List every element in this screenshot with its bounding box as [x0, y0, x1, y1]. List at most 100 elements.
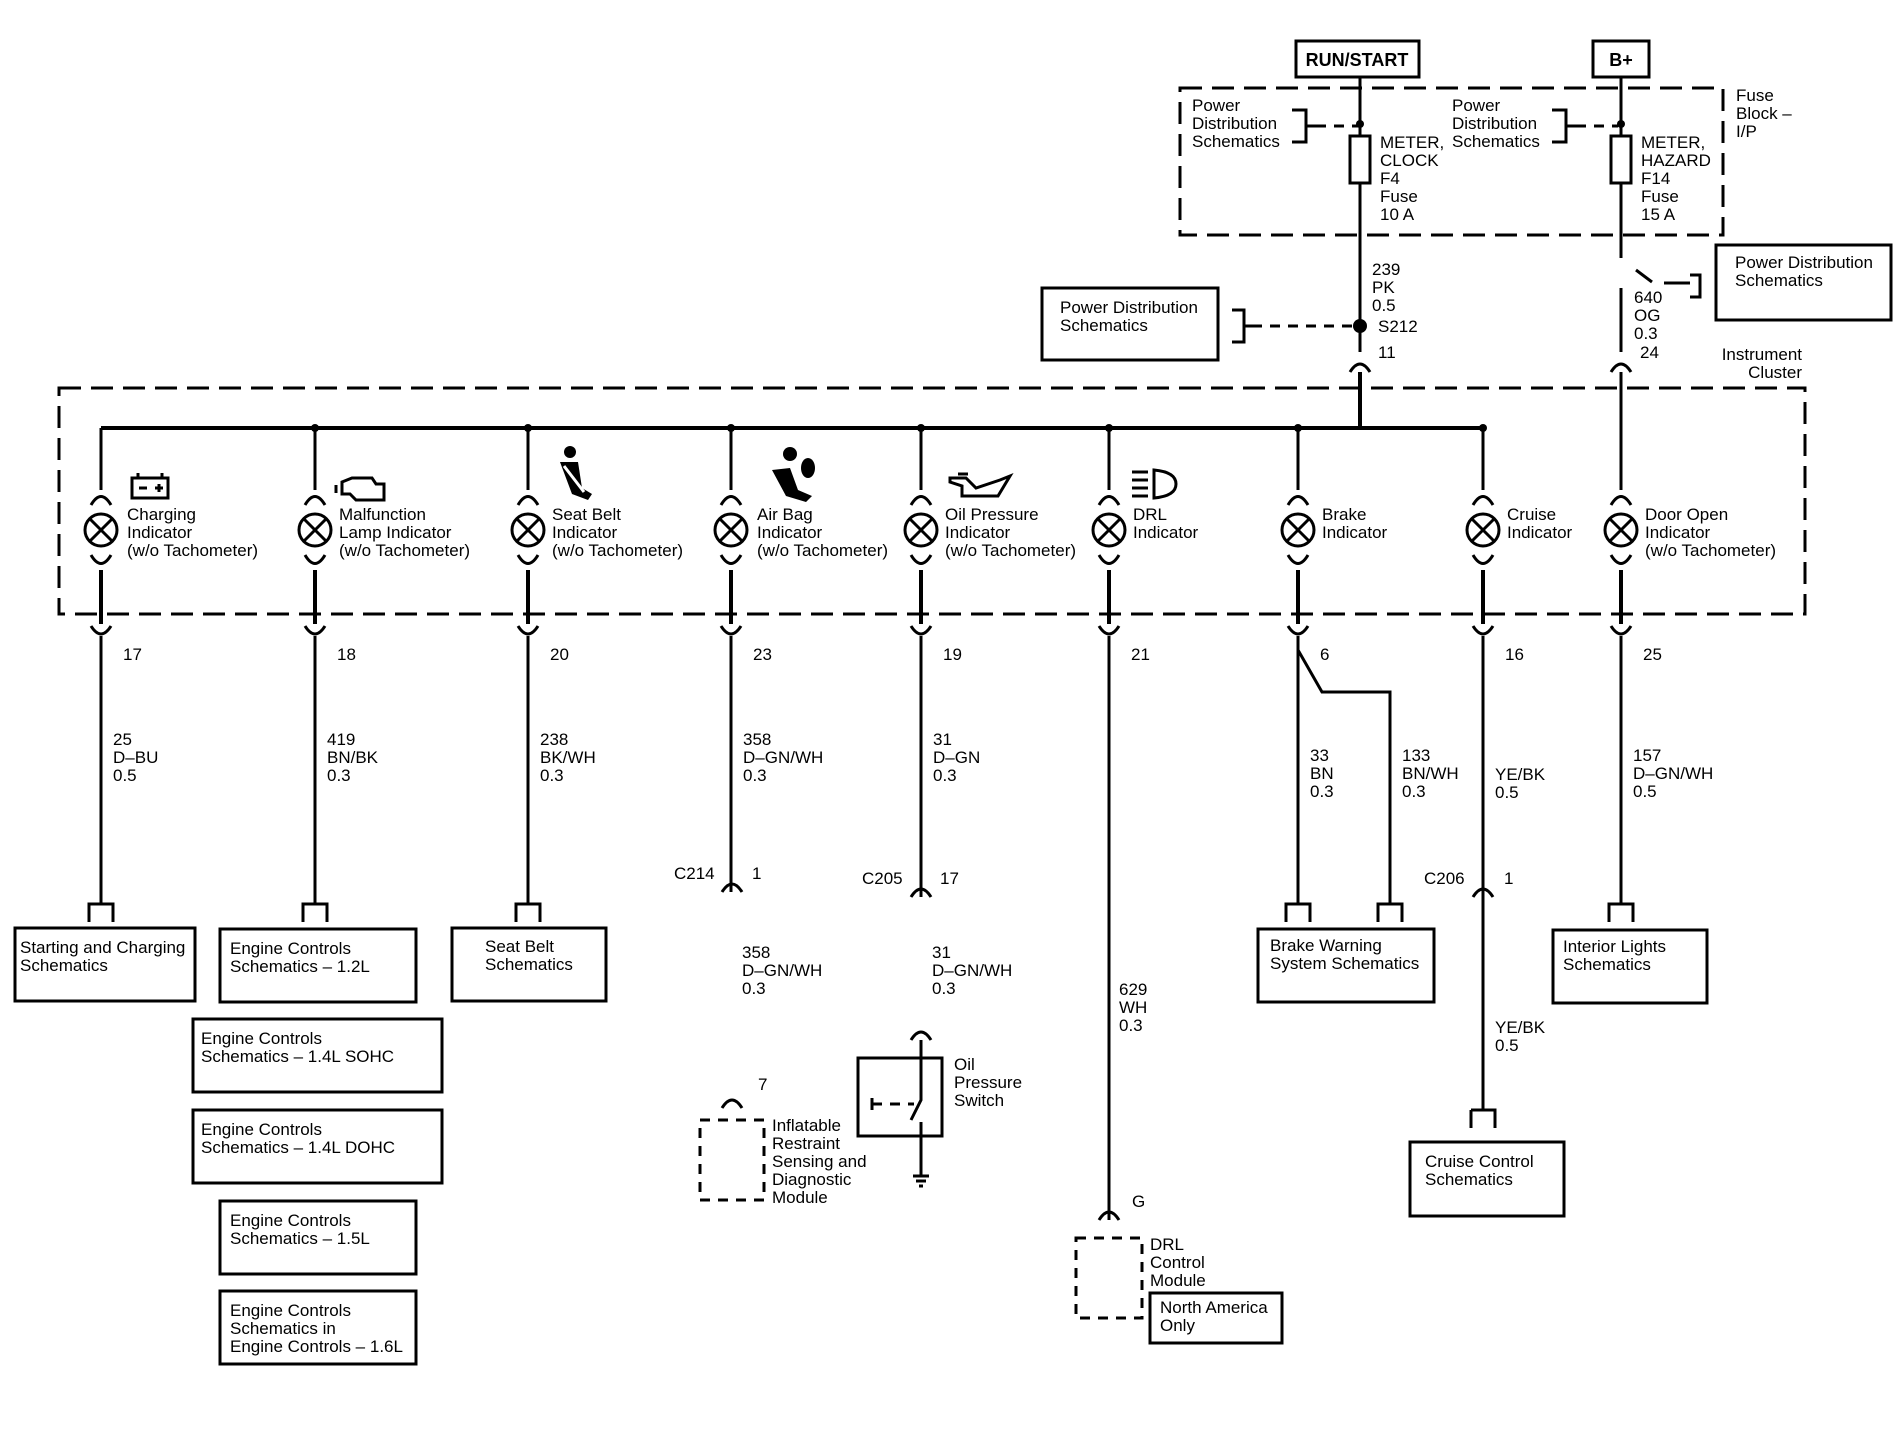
cruise-control-ref-box[interactable] — [1408, 1140, 1566, 1218]
north-america-line-2: Only — [1160, 1316, 1195, 1335]
indicator-1-wire-2: 0.3 — [327, 766, 351, 785]
cluster-pin-arc-6 — [1286, 625, 1310, 636]
bulb-arc-bottom-2 — [516, 554, 540, 565]
indicator-2-label-2: (w/o Tachometer) — [552, 541, 683, 560]
airbag-module-label: Inflatable Restraint Sensing and Diagnos… — [772, 1116, 867, 1207]
fuse-f14-line-3: F14 — [1641, 169, 1670, 188]
feed-left-wire-line-3: 0.5 — [1372, 296, 1396, 315]
north-america-line-1: North America — [1160, 1298, 1268, 1317]
indicator-0-label-1: Indicator — [127, 523, 193, 542]
fuse-f4-label: METER, CLOCK F4 Fuse 10 A — [1380, 133, 1444, 224]
indicator-2-label-0: Seat Belt — [552, 505, 621, 524]
bulb-arc-top-0 — [89, 495, 113, 506]
fuse-f4-line-4: Fuse — [1380, 187, 1418, 206]
indicator-0-wire-1: D–BU — [113, 748, 158, 767]
ec15-line-2: Schematics – 1.5L — [230, 1229, 370, 1248]
cluster-pin-arc-0 — [89, 625, 113, 636]
indicator-8-wire-0: 157 — [1633, 746, 1661, 765]
indicator-0-label-0: Charging — [127, 505, 196, 524]
engine-icon — [334, 476, 386, 502]
indicator-4-pin: 19 — [943, 645, 962, 664]
fuse-f14-line-4: Fuse — [1641, 187, 1679, 206]
fb-power-dist-left-1: Power — [1192, 96, 1241, 115]
power-dist-ref-box-left[interactable] — [1040, 286, 1220, 362]
drl-module-line-2: Control — [1150, 1253, 1205, 1272]
engine-controls-1-4l-dohc-ref-box[interactable] — [191, 1108, 444, 1185]
c214-wire-line-1: 358 — [742, 943, 770, 962]
pin-11-label: 11 — [1378, 343, 1396, 362]
indicator-6-wire-2: 0.3 — [1310, 782, 1334, 801]
indicator-7-wire-1: 0.5 — [1495, 783, 1519, 802]
fuse-f4-line-3: F4 — [1380, 169, 1400, 188]
airbag-module-connector — [720, 1098, 744, 1109]
bulb-x-4 — [908, 517, 934, 543]
ec15-line-1: Engine Controls — [230, 1211, 351, 1230]
c205-wire-label: 31 D–GN/WH 0.3 — [932, 943, 1012, 998]
fuse-f14-label: METER, HAZARD F14 Fuse 15 A — [1641, 133, 1711, 224]
power-dist-ref-right-line-1: Power Distribution — [1735, 253, 1873, 272]
cluster-pin-arc-4 — [909, 625, 933, 636]
indicator-5-pin: 21 — [1131, 645, 1150, 664]
ec14d-line-1: Engine Controls — [201, 1120, 322, 1139]
ec14s-line-2: Schematics – 1.4L SOHC — [201, 1047, 394, 1066]
seat-belt-ref-box[interactable] — [450, 926, 608, 1003]
engine-controls-1-6l-ref-box[interactable] — [218, 1289, 418, 1366]
indicator-2-wire-0: 238 — [540, 730, 568, 749]
bulb-arc-bottom-8 — [1609, 554, 1633, 565]
indicator-7-label-0: Cruise — [1507, 505, 1556, 524]
brake-branch-wire — [1296, 649, 1392, 904]
indicator-3-wire-1: D–GN/WH — [743, 748, 823, 767]
interior-lights-ref-box[interactable] — [1551, 928, 1709, 1005]
c206-wire-label: YE/BK 0.5 — [1495, 1018, 1546, 1055]
airbag-module-line-1: Inflatable — [772, 1116, 841, 1135]
fb-bracket-right — [1552, 108, 1576, 144]
indicator-3-label-1: Indicator — [757, 523, 823, 542]
air-bag-icon — [772, 447, 815, 502]
indicator-2-wire-1: BK/WH — [540, 748, 596, 767]
bulb-arc-bottom-6 — [1286, 554, 1310, 565]
bulb-arc-top-6 — [1286, 495, 1310, 506]
cruise-ref-line-1: Cruise Control — [1425, 1152, 1534, 1171]
fb-power-dist-right-3: Schematics — [1452, 132, 1540, 151]
splice-s212-label: S212 — [1378, 317, 1418, 336]
bulb-arc-bottom-1 — [303, 554, 327, 565]
indicator-0-wire-0: 25 — [113, 730, 132, 749]
fb-power-dist-left-2: Distribution — [1192, 114, 1277, 133]
bulb-x-7 — [1470, 517, 1496, 543]
c214-label: C214 — [674, 864, 715, 883]
c206-wire-line-2: 0.5 — [1495, 1036, 1519, 1055]
cluster-pin-arc-8 — [1609, 625, 1633, 636]
bulb-x-2 — [515, 517, 541, 543]
ref-stub-8 — [1607, 902, 1635, 922]
indicator-1-pin: 18 — [337, 645, 356, 664]
power-dist-ref-box-right[interactable] — [1714, 243, 1893, 322]
c205-pin-label: 17 — [940, 869, 959, 888]
c214-wire-line-3: 0.3 — [742, 979, 766, 998]
indicator-0-wire-2: 0.5 — [113, 766, 137, 785]
starting-charging-ref-box[interactable] — [13, 926, 197, 1003]
run-start-label: RUN/START — [1306, 50, 1409, 70]
engine-controls-1-5l-ref-box[interactable] — [218, 1199, 418, 1276]
headlamp-icon — [1132, 468, 1178, 500]
indicator-4-wire-0: 31 — [933, 730, 952, 749]
cruise-lower-wire — [1469, 897, 1497, 1128]
c206-pin-label: 1 — [1504, 869, 1513, 888]
fb-bracket-left — [1292, 108, 1316, 144]
bulb-x-6 — [1285, 517, 1311, 543]
starting-ref-line-1: Starting and Charging — [20, 938, 185, 957]
indicator-5-wire-2: 0.3 — [1119, 1016, 1143, 1035]
interior-ref-line-2: Schematics — [1563, 955, 1651, 974]
indicator-1-wire-0: 419 — [327, 730, 355, 749]
cluster-label-1: Instrument — [1722, 345, 1803, 364]
feed-right-wire-line-3: 0.3 — [1634, 324, 1658, 343]
engine-controls-1-2l-ref-box[interactable] — [218, 927, 418, 1004]
brake-warning-ref-box[interactable] — [1256, 927, 1436, 1004]
c206-label: C206 — [1424, 869, 1465, 888]
fuse-f14-junction — [1617, 120, 1625, 128]
bulb-x-0 — [88, 517, 114, 543]
brake-wire2-1: BN/WH — [1402, 764, 1459, 783]
interior-ref-line-1: Interior Lights — [1563, 937, 1666, 956]
connector-pin-11 — [1348, 362, 1372, 373]
engine-controls-1-4l-sohc-ref-box[interactable] — [191, 1017, 444, 1094]
